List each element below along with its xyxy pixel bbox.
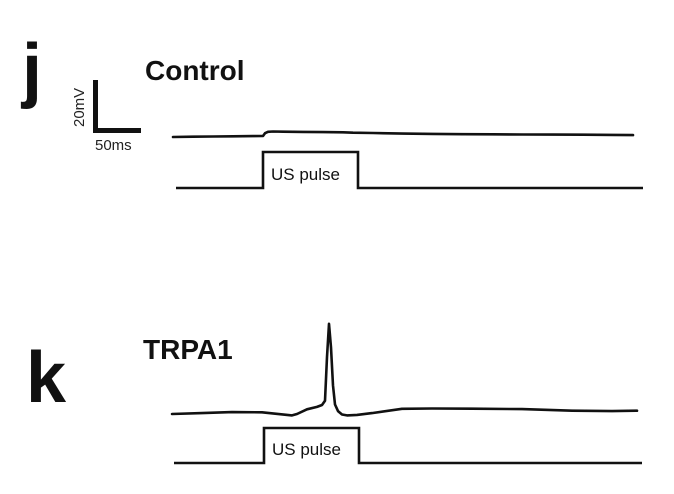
scale-bar-time-label: 50ms [95, 137, 132, 154]
voltage-trace-control [171, 130, 635, 139]
condition-label-trpa1: TRPA1 [143, 334, 233, 365]
voltage-trace-trpa1 [170, 322, 639, 417]
us-pulse-label-trpa1: US pulse [272, 440, 341, 459]
scale-bar-lines [93, 80, 141, 133]
panel-letter-k: k [26, 338, 67, 418]
scale-bar: 20mV 50ms [71, 80, 141, 154]
us-pulse-label-control: US pulse [271, 165, 340, 184]
condition-label-control: Control [145, 55, 245, 86]
us-pulse-marker-control [176, 150, 643, 190]
scale-bar-voltage-label: 20mV [71, 88, 88, 127]
panel-letter-j: j [20, 30, 42, 110]
us-pulse-marker-trpa1 [174, 426, 642, 465]
